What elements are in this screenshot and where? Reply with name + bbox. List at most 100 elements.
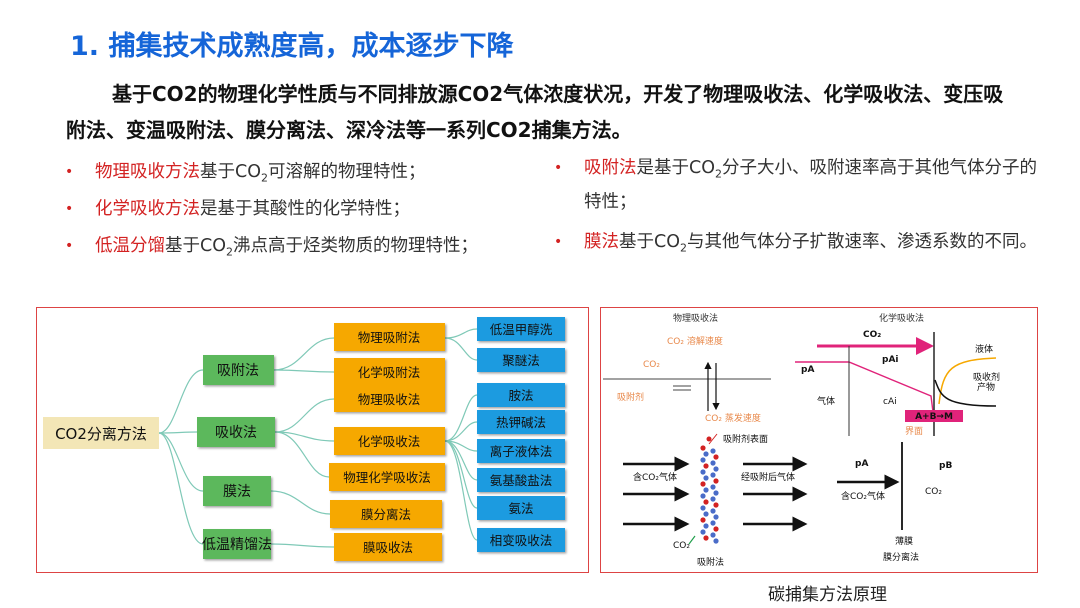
tree-l3-box bbox=[477, 439, 565, 463]
bullet-sub: 2 bbox=[226, 245, 233, 259]
adsorbent-bead bbox=[710, 460, 716, 466]
tree-l3-box bbox=[477, 496, 565, 520]
tree-l1-label: 膜法 bbox=[223, 484, 251, 500]
tree-l3-box bbox=[477, 468, 565, 492]
pb-label: pB bbox=[939, 461, 952, 471]
intro-paragraph: 基于CO2的物理化学性质与不同排放源CO2气体浓度状况，开发了物理吸收法、化学吸… bbox=[66, 82, 1004, 142]
tree-l3-label: 相变吸收法 bbox=[490, 533, 553, 548]
gas-label: 气体 bbox=[817, 395, 835, 407]
tree-l2-box bbox=[330, 500, 442, 528]
bullet-term: 低温分馏 bbox=[95, 236, 165, 256]
adsorbent-bead bbox=[700, 493, 706, 499]
pai-label: pAi bbox=[882, 355, 899, 365]
adsorbent-surface-label: 吸附剂表面 bbox=[723, 433, 768, 445]
concentration-curve bbox=[795, 361, 934, 413]
adsorbent-bead bbox=[713, 538, 719, 544]
tree-root-label: CO2分离方法 bbox=[55, 425, 147, 443]
bullet-text: 是基于CO bbox=[636, 158, 716, 178]
bullet-adsorption: • 吸附法是基于CO2分子大小、吸附速率高于其他气体分子的特性； bbox=[554, 151, 1039, 219]
reaction-box bbox=[905, 410, 963, 422]
adsorbent-bead bbox=[703, 511, 709, 517]
bullet-term: 膜法 bbox=[584, 232, 619, 252]
absorbent-product-label-2: 产物 bbox=[977, 381, 995, 393]
bullet-text: 是基于其酸性的化学特性； bbox=[200, 199, 410, 219]
tree-l2-label: 膜吸收法 bbox=[363, 540, 413, 555]
tree-level1-boxes bbox=[197, 355, 275, 559]
tree-l3-label: 热钾碱法 bbox=[496, 415, 546, 430]
adsorbent-bead bbox=[703, 463, 709, 469]
after-adsorb-label: 经吸附后气体 bbox=[741, 471, 795, 483]
bullet-dot: • bbox=[554, 234, 563, 250]
tree-l3-box bbox=[477, 348, 565, 372]
adsorbent-bead bbox=[703, 523, 709, 529]
adsorbent-bead bbox=[713, 502, 719, 508]
adsorbent-bead bbox=[700, 445, 706, 451]
pa2-label: pA bbox=[855, 459, 868, 469]
absorbent-label: 吸附剂 bbox=[617, 391, 644, 403]
cai-label: cAi bbox=[883, 397, 897, 407]
tree-l2-label: 物理吸附法 bbox=[358, 330, 421, 345]
tree-level3-boxes bbox=[477, 317, 565, 552]
bullet-dot: • bbox=[65, 201, 74, 217]
tree-l2-box bbox=[334, 358, 445, 386]
tree-connectors bbox=[158, 328, 478, 548]
adsorbent-beads bbox=[700, 445, 719, 544]
adsorbent-bead bbox=[713, 454, 719, 460]
tree-l2-box bbox=[334, 427, 445, 455]
tree-l1-label: 低温精馏法 bbox=[202, 537, 272, 553]
bullet-physical-absorption: • 物理吸收方法基于CO2可溶解的物理特性； bbox=[65, 155, 535, 189]
bullet-text: 沸点高于烃类物质的物理特性； bbox=[233, 236, 478, 256]
principle-diagram-panel: 物理吸收法 CO₂ 溶解速度 CO₂ 吸附剂 CO₂ 蒸发速度 化学吸收法 CO… bbox=[600, 307, 1038, 573]
tree-l2-label: 膜分离法 bbox=[361, 507, 411, 522]
bullet-text: 基于CO bbox=[165, 236, 226, 256]
tree-root-box bbox=[43, 417, 159, 449]
page-title: 1. 捕集技术成熟度高，成本逐步下降 bbox=[70, 31, 514, 62]
tree-l2-label: 物理吸收法 bbox=[358, 392, 421, 407]
tree-l1-box bbox=[203, 529, 271, 559]
adsorbent-bead bbox=[713, 466, 719, 472]
bullet-term: 吸附法 bbox=[584, 158, 637, 178]
gas-in-label: 含CO₂气体 bbox=[633, 471, 677, 483]
bullet-membrane: • 膜法基于CO2与其他气体分子扩散速率、渗透系数的不同。 bbox=[554, 225, 1039, 259]
adsorbent-bead bbox=[710, 484, 716, 490]
bullet-term: 化学吸收方法 bbox=[95, 199, 200, 219]
tree-l1-box bbox=[203, 355, 274, 385]
tree-l3-box bbox=[477, 383, 565, 407]
co2-right-label: CO₂ bbox=[925, 487, 942, 497]
tree-l3-box bbox=[477, 317, 565, 341]
tree-l2-label: 化学吸收法 bbox=[358, 434, 421, 449]
co2-pointer bbox=[688, 535, 696, 545]
adsorbent-bead bbox=[703, 535, 709, 541]
bullet-sub: 2 bbox=[680, 241, 687, 255]
physical-title: 物理吸收法 bbox=[673, 312, 718, 324]
principle-diagram: 物理吸收法 CO₂ 溶解速度 CO₂ 吸附剂 CO₂ 蒸发速度 化学吸收法 CO… bbox=[603, 312, 1000, 568]
adsorbent-bead bbox=[713, 490, 719, 496]
adsorbent-bead bbox=[700, 517, 706, 523]
adsorbent-bead bbox=[700, 505, 706, 511]
adsorbent-bead bbox=[703, 499, 709, 505]
interface-label: 界面 bbox=[905, 426, 923, 437]
adsorption-title: 吸附法 bbox=[697, 556, 724, 568]
adsorbent-bead bbox=[700, 457, 706, 463]
adsorbent-bead bbox=[710, 520, 716, 526]
adsorbent-bead bbox=[713, 478, 719, 484]
tree-l3-label: 胺法 bbox=[508, 388, 533, 403]
figure-caption: 碳捕集方法原理 bbox=[768, 585, 887, 605]
bullet-sub: 2 bbox=[261, 171, 268, 185]
tree-l1-label: 吸附法 bbox=[217, 363, 259, 379]
tree-l3-box bbox=[477, 410, 565, 434]
tree-level2-boxes bbox=[329, 323, 445, 561]
tree-l2-box bbox=[329, 463, 445, 491]
tree-level3-labels: 低温甲醇洗 聚醚法 胺法 热钾碱法 离子液体法 氨基酸盐法 氨法 相变吸收法 bbox=[490, 322, 553, 548]
tree-l2-label: 物理化学吸收法 bbox=[343, 470, 431, 485]
absorbent-product-label: 吸收剂 bbox=[973, 371, 1000, 383]
classification-tree: CO2分离方法 吸附法 吸收法 膜法 低温精馏法 物理吸附法 化学吸附法 bbox=[43, 317, 565, 561]
adsorbent-bead bbox=[710, 496, 716, 502]
classification-tree-panel: CO2分离方法 吸附法 吸收法 膜法 低温精馏法 物理吸附法 化学吸附法 bbox=[36, 307, 589, 573]
reaction-label: A+B→M bbox=[915, 412, 953, 422]
bullet-chemical-absorption: • 化学吸收方法是基于其酸性的化学特性； bbox=[65, 192, 535, 226]
tree-l2-label: 化学吸附法 bbox=[358, 365, 421, 380]
bullet-text: 可溶解的物理特性； bbox=[268, 162, 426, 182]
adsorbent-bead bbox=[700, 481, 706, 487]
adsorbent-bead bbox=[710, 448, 716, 454]
